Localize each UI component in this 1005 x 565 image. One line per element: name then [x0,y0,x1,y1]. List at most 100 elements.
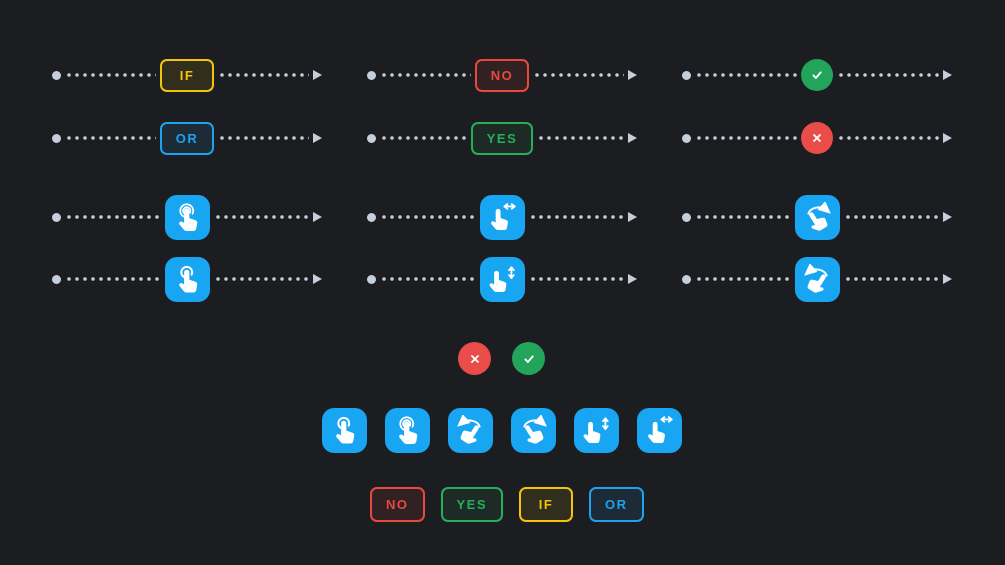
flow-row [682,194,952,240]
line-arrow-icon [628,212,637,222]
tap-icon [172,264,203,295]
check-button[interactable] [512,342,545,375]
flow-row [682,256,952,302]
if-badge[interactable]: IF [160,58,214,92]
flow-row [52,194,322,240]
double-tap-icon [172,202,203,233]
line-start-dot-icon [52,212,61,222]
line-arrow-icon [313,70,322,80]
double-tap-icon [392,415,423,446]
if-button[interactable]: IF [519,487,574,522]
rotate-clockwise-icon [518,415,549,446]
line-start-dot-icon [52,133,61,143]
line-arrow-icon [628,274,637,284]
rotate-clockwise-button[interactable] [511,408,556,453]
swipe-vertical-icon [487,264,518,295]
rotate-counterclockwise-button[interactable] [448,408,493,453]
line-start-dot-icon [52,274,61,284]
line-start-dot-icon [367,70,376,80]
or-badge[interactable]: OR [159,121,215,155]
line-arrow-icon [943,70,952,80]
dotted-line [695,276,791,282]
check-icon [519,349,539,369]
cross-icon [807,128,827,148]
or-button[interactable]: OR [589,487,644,522]
line-arrow-icon [943,274,952,284]
cross-icon [465,349,485,369]
dotted-line [533,72,624,78]
double-tap-button[interactable] [385,408,430,453]
line-arrow-icon [628,133,638,143]
flow-row [682,115,952,161]
dotted-line [380,276,476,282]
flow-row [682,52,952,98]
flow-row [52,256,322,302]
dotted-line [380,135,467,141]
line-arrow-icon [943,212,952,222]
dotted-line [695,214,791,220]
flow-row: YES [367,115,638,161]
dotted-line [843,214,939,220]
dotted-line [695,72,797,78]
cross-status[interactable] [801,122,833,154]
line-start-dot-icon [367,274,376,284]
dotted-line [65,72,156,78]
dotted-line [837,135,939,141]
dotted-line [380,214,476,220]
cross-button[interactable] [458,342,491,375]
double-tap-button[interactable] [164,194,210,240]
line-start-dot-icon [682,274,691,284]
line-start-dot-icon [682,70,691,80]
rotate-counterclockwise-icon [455,415,486,446]
swipe-vertical-button[interactable] [479,256,525,302]
yes-button[interactable]: YES [440,487,504,522]
line-arrow-icon [313,212,322,222]
line-arrow-icon [313,133,322,143]
dotted-line [537,135,625,141]
line-start-dot-icon [367,133,376,143]
line-arrow-icon [943,133,952,143]
rotate-clockwise-button[interactable] [794,194,840,240]
rotate-counterclockwise-icon [802,264,833,295]
swipe-horizontal-button[interactable] [479,194,525,240]
no-badge[interactable]: NO [474,58,530,92]
line-arrow-icon [628,70,637,80]
no-button[interactable]: NO [370,487,425,522]
tap-button[interactable] [322,408,367,453]
line-start-dot-icon [682,133,691,143]
rotate-counterclockwise-button[interactable] [794,256,840,302]
check-status[interactable] [801,59,833,91]
line-start-dot-icon [52,70,61,80]
flow-row: OR [52,115,322,161]
dotted-line [65,214,161,220]
tap-button[interactable] [164,256,210,302]
dotted-line [65,276,161,282]
flow-row: IF [52,52,322,98]
dotted-line [380,72,471,78]
swipe-horizontal-button[interactable] [637,408,682,453]
line-start-dot-icon [682,212,691,222]
swipe-vertical-button[interactable] [574,408,619,453]
dotted-line [218,135,309,141]
dotted-line [528,214,624,220]
dotted-line [695,135,797,141]
rotate-clockwise-icon [802,202,833,233]
gesture-button-group [322,408,682,453]
tap-icon [329,415,360,446]
line-arrow-icon [313,274,322,284]
dotted-line [213,214,309,220]
dotted-line [65,135,156,141]
swipe-horizontal-icon [644,415,675,446]
flow-row: NO [367,52,637,98]
dotted-line [837,72,939,78]
status-button-group [458,342,545,375]
flow-row [367,256,637,302]
yes-badge[interactable]: YES [470,121,534,155]
dotted-line [218,72,309,78]
label-button-group: NO YES IF OR [370,487,644,522]
check-icon [807,65,827,85]
dotted-line [528,276,624,282]
dotted-line [843,276,939,282]
flow-row [367,194,637,240]
